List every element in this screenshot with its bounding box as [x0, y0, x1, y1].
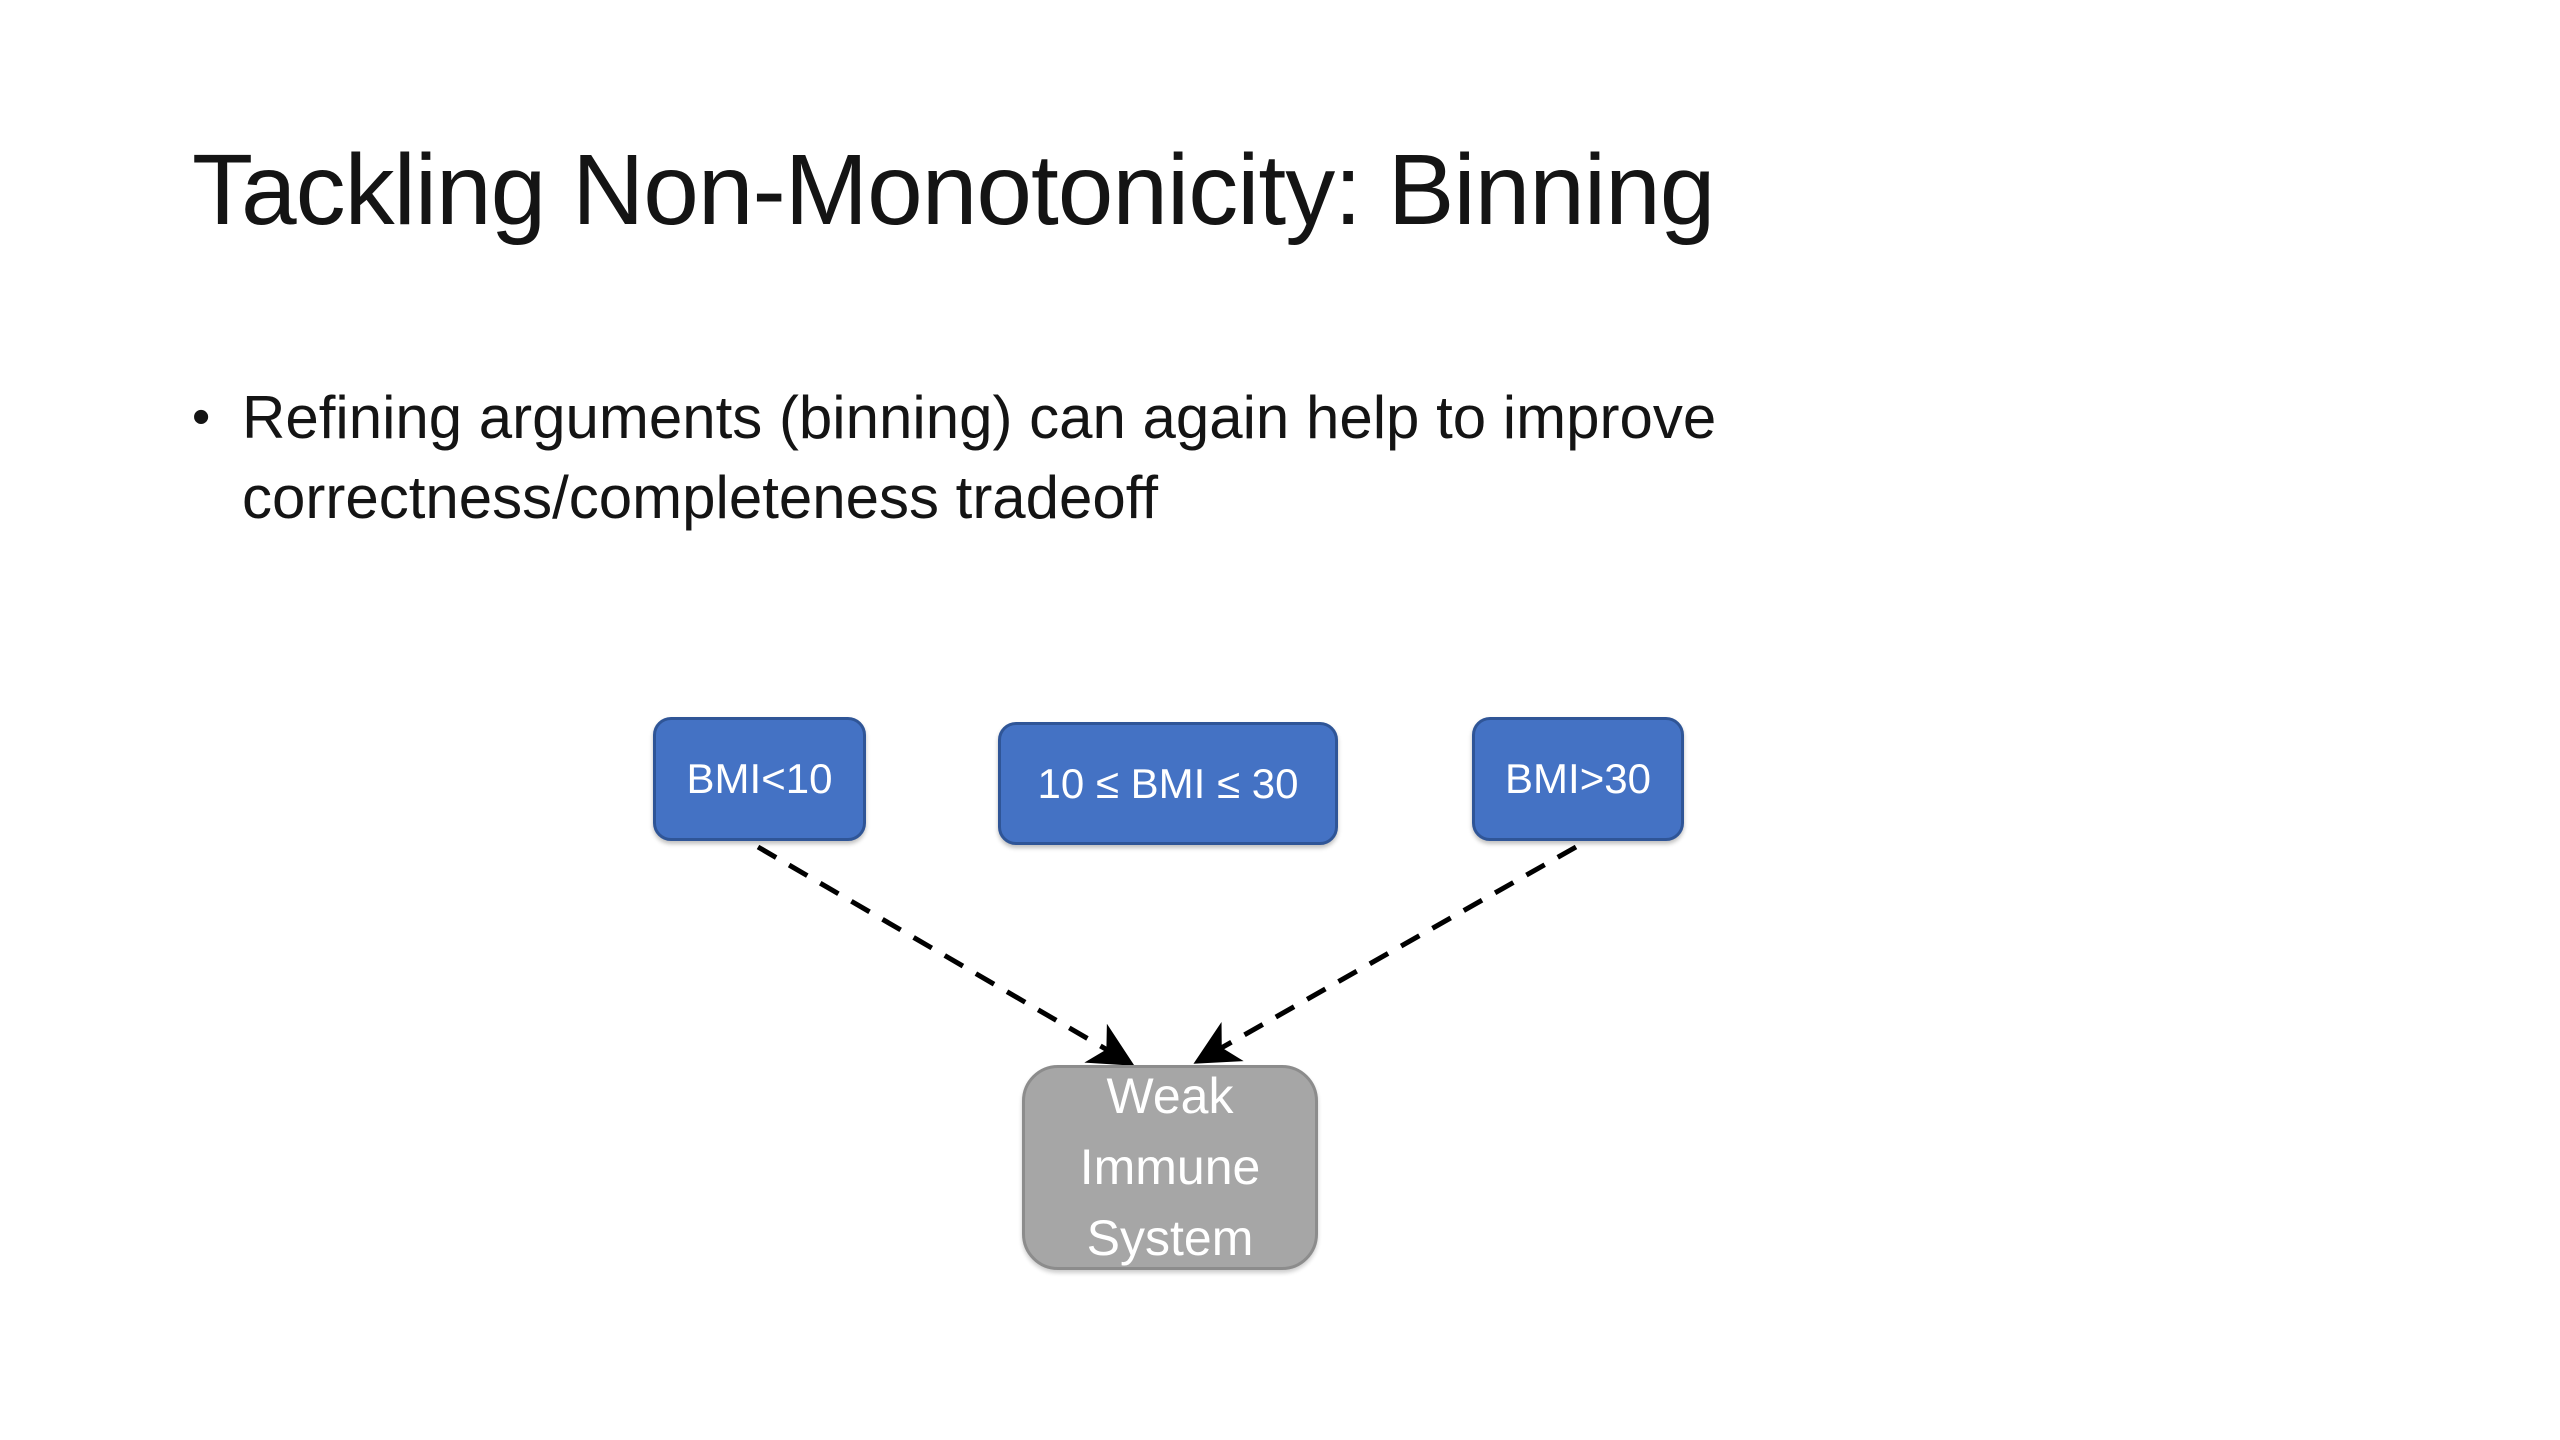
slide-title: Tackling Non-Monotonicity: Binning — [192, 134, 1715, 246]
bullet-item: • Refining arguments (binning) can again… — [192, 378, 1992, 538]
node-bmi-greater-than-30: BMI>30 — [1472, 717, 1684, 841]
node-bmi-between-10-and-30: 10 ≤ BMI ≤ 30 — [998, 722, 1338, 845]
arrow-bmi-low-to-weak-immune — [756, 844, 1135, 1066]
bullet-marker: • — [192, 388, 211, 446]
node-label: 10 ≤ BMI ≤ 30 — [1037, 759, 1299, 807]
node-weak-immune-system: Weak Immune System — [1022, 1065, 1318, 1270]
bullet-list: • Refining arguments (binning) can again… — [192, 378, 1992, 538]
arrow-bmi-high-to-weak-immune — [1193, 844, 1578, 1064]
node-label: Weak Immune System — [1079, 1068, 1261, 1266]
node-bmi-less-than-10: BMI<10 — [653, 717, 866, 841]
bullet-text: Refining arguments (binning) can again h… — [242, 384, 1717, 531]
node-label: BMI>30 — [1505, 755, 1651, 802]
node-label: BMI<10 — [686, 755, 833, 802]
